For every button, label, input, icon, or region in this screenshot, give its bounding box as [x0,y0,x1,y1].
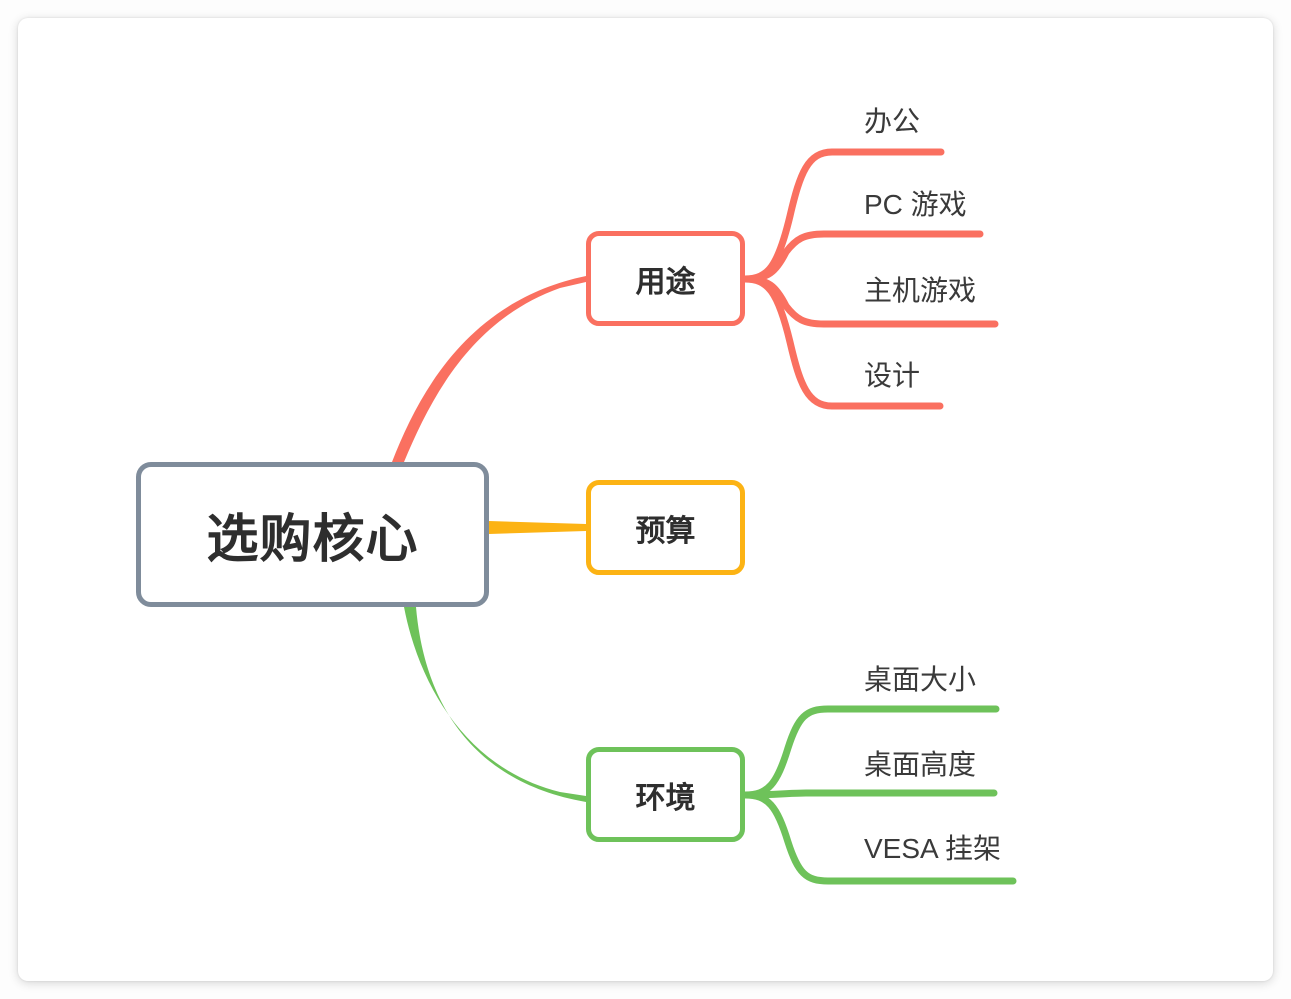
edge-root-to-budget [489,521,586,534]
leaf-label-bangong[interactable]: 办公 [864,106,921,137]
leaf-label-vesa-mount[interactable]: VESA 挂架 [864,833,1001,864]
leaf-label-desk-size[interactable]: 桌面大小 [864,664,977,695]
branch-node-label-budget: 预算 [635,514,696,548]
edge-usage-pcgame [741,230,984,283]
edge-env-vesa [741,791,1017,885]
branch-node-label-usage: 用途 [635,265,696,299]
edge-group-usage-children [741,148,999,410]
mindmap-branch-node-environment[interactable]: 环境 [586,747,745,842]
leaf-label-pc-gaming[interactable]: PC 游戏 [864,189,967,220]
leaf-label-design[interactable]: 设计 [864,360,921,391]
mindmap-root-node[interactable]: 选购核心 [136,462,489,607]
branch-node-label-environment: 环境 [635,781,696,815]
edge-root-to-usage [392,276,586,462]
mindmap-branch-node-usage[interactable]: 用途 [586,231,745,326]
edge-env-deskheight [741,789,998,799]
edge-group-env-children [741,705,1017,885]
leaf-label-console-gaming[interactable]: 主机游戏 [864,275,977,306]
leaf-label-desk-height[interactable]: 桌面高度 [864,749,977,780]
mindmap-branch-node-budget[interactable]: 预算 [586,480,745,575]
root-node-label: 选购核心 [206,511,419,569]
edge-usage-design [741,275,944,410]
edge-root-to-env [404,607,586,802]
